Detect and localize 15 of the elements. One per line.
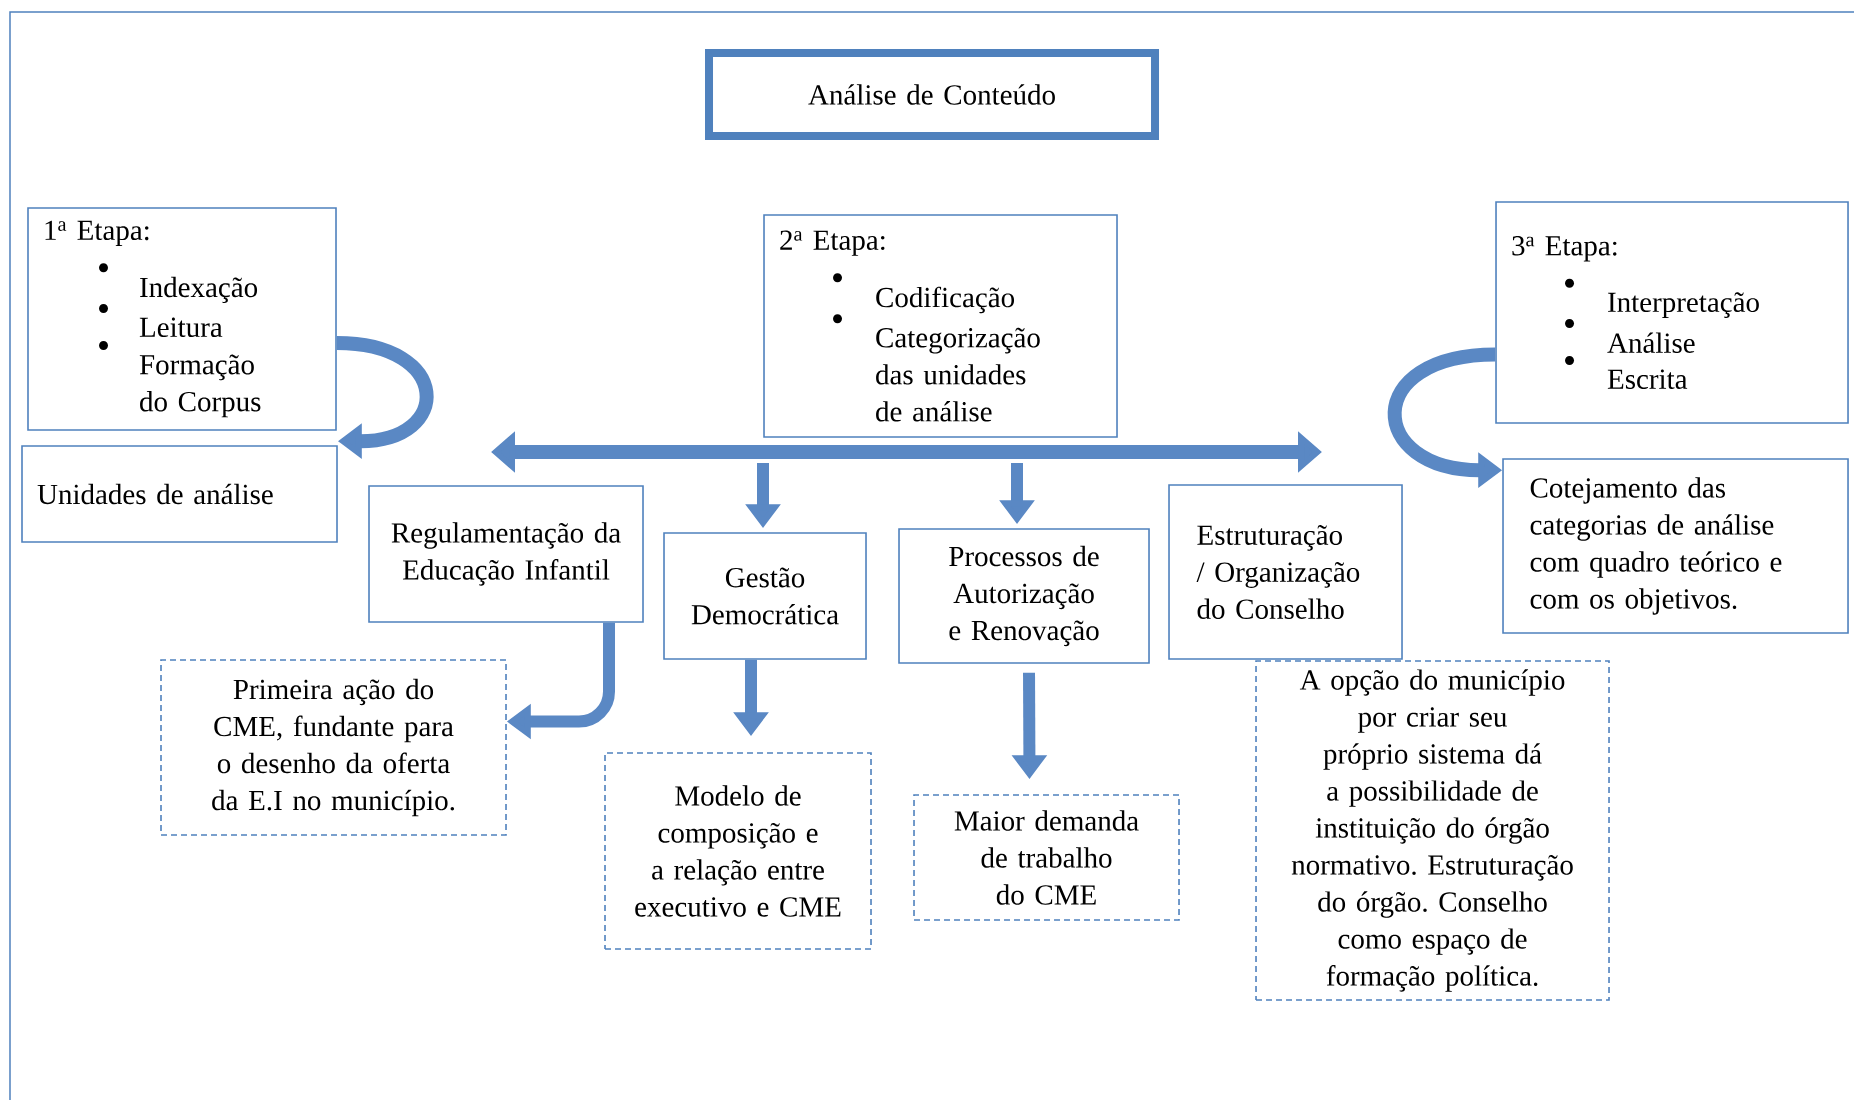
arrow xyxy=(336,336,434,460)
process-box: Cotejamento das categorias de análise com quadro teórico e com os objetivos. xyxy=(1502,458,1849,634)
process-box: Unidades de análise xyxy=(21,445,338,543)
note-box: Modelo de composição e a relação entre executivo e CME xyxy=(604,752,872,950)
process-box: Processos de Autorização e Renovação xyxy=(898,528,1150,664)
note-box: Primeira ação do CME, fundante para o desenho da oferta da E.I no município. xyxy=(160,659,507,836)
note-box: Maior demanda de trabalho do CME xyxy=(913,794,1180,921)
process-box: Regulamentação da Educação Infantil xyxy=(368,485,644,623)
process-box: 2$^{a}$ Etapa: Codificação Categorização das unidades de análise xyxy=(763,214,1118,438)
process-box: Gestão Democrática xyxy=(663,532,867,660)
note-box: A opção do município por criar seu próprio sistema dá a possibilidade de instituição do órgão normativo. Estruturação do órgão. Conselho como espaço de formação política. xyxy=(1255,660,1610,1001)
process-box: Estruturação / Organização do Conselho xyxy=(1168,484,1403,660)
process-box: 1$^{a}$ Etapa: Indexação Leitura Formação do Corpus xyxy=(27,207,337,431)
title-box: Análise de Conteúdo xyxy=(705,49,1159,140)
process-box: 3$^{a}$ Etapa: Interpretação Análise Escrita xyxy=(1495,201,1849,424)
